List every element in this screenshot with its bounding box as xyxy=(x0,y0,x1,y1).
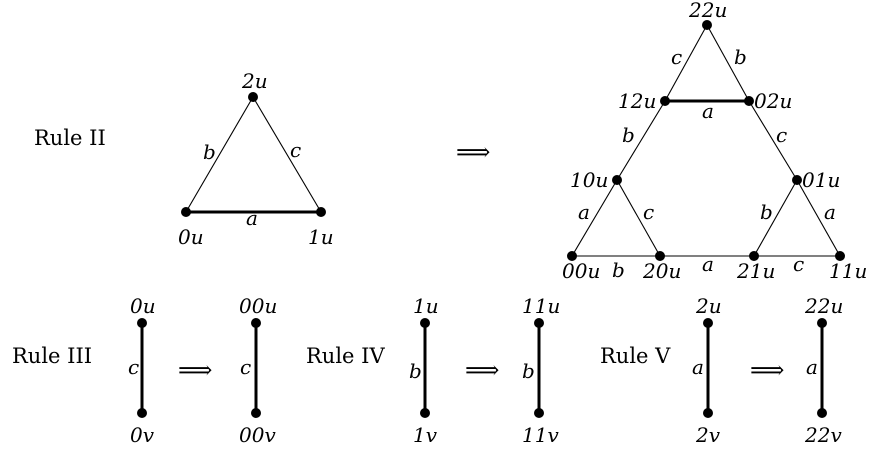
edge-22-12 xyxy=(664,24,708,102)
rule-3-left-node-top xyxy=(137,318,147,328)
edge-label-02-01: c xyxy=(776,123,787,147)
edge-10-20 xyxy=(616,179,661,257)
node-label-right: 1u xyxy=(308,225,334,249)
rule-4-left-node-top xyxy=(420,318,430,328)
node-01u xyxy=(792,175,802,185)
rule-3-right-node-bottom xyxy=(251,408,261,418)
edge-right xyxy=(252,96,322,213)
edge-01-11 xyxy=(796,179,841,257)
node-11u xyxy=(835,251,845,261)
node-label-22u: 22u xyxy=(688,0,727,22)
edge-10-00 xyxy=(571,179,618,257)
node-label-11u: 11u xyxy=(829,259,867,283)
node-02u xyxy=(744,96,754,106)
edge-label-right: c xyxy=(290,138,301,162)
edge-01-21 xyxy=(753,179,798,257)
rule-4-title: Rule IV xyxy=(306,344,385,368)
node-20u xyxy=(655,251,665,261)
rule-3-left-label-top: 0u xyxy=(130,294,156,318)
rule-4-left-label-top: 1u xyxy=(413,294,439,318)
node-10u xyxy=(612,175,622,185)
node-label-20u: 20u xyxy=(642,259,681,283)
node-label-10u: 10u xyxy=(570,168,608,192)
rule-4-right-node-bottom xyxy=(534,408,544,418)
rule-3-arrow: ⟹ xyxy=(178,356,212,384)
edge-label-22-02: b xyxy=(734,45,747,69)
edge-label-00-20: b xyxy=(612,258,625,282)
rule-5-left-label-bottom: 2v xyxy=(695,423,721,447)
rule-5-left-label-top: 2u xyxy=(695,294,722,318)
rule-4-right-label-top: 11u xyxy=(522,294,560,318)
edge-label-left: b xyxy=(203,140,216,164)
edge-02-01 xyxy=(748,100,798,181)
edge-label-10-20: c xyxy=(643,200,654,224)
node-left xyxy=(181,207,191,217)
rule-4-right-edge-label: b xyxy=(522,359,535,383)
node-00u xyxy=(567,251,577,261)
rule-3-right-edge-label: c xyxy=(240,355,251,379)
edge-label-21-11: c xyxy=(793,252,804,276)
edge-22-02 xyxy=(706,24,750,102)
node-top xyxy=(248,92,258,102)
rule-3-title: Rule III xyxy=(12,344,92,368)
rule-3-left-edge-label: c xyxy=(128,355,139,379)
rule-4: Rule IV 1u 1v b ⟹ 11u 11v b xyxy=(306,294,560,447)
node-label-01u: 01u xyxy=(802,168,840,192)
rule-2-arrow: ⟹ xyxy=(456,138,490,166)
rule-5-right-label-top: 22u xyxy=(804,294,843,318)
node-label-02u: 02u xyxy=(754,89,792,113)
rule-4-right-label-bottom: 11v xyxy=(522,423,559,447)
rule-4-left-node-bottom xyxy=(420,408,430,418)
rule-2-title: Rule II xyxy=(34,126,106,150)
rule-5-left-node-top xyxy=(703,318,713,328)
rule-3-left-label-bottom: 0v xyxy=(130,423,155,447)
rule-5-title: Rule V xyxy=(600,344,671,368)
rule-5-right-edge-label: a xyxy=(806,355,818,379)
edge-label-12-02: a xyxy=(702,99,714,123)
rule-5-left-edge-label: a xyxy=(692,355,704,379)
node-label-left: 0u xyxy=(178,225,204,249)
edge-left xyxy=(185,96,254,213)
rule-3-right-label-top: 00u xyxy=(239,294,277,318)
node-label-12u: 12u xyxy=(618,89,656,113)
node-label-21u: 21u xyxy=(736,259,775,283)
rule-5-right-node-bottom xyxy=(817,408,827,418)
rule-4-right-node-top xyxy=(534,318,544,328)
edge-label-01-21: b xyxy=(760,200,773,224)
edge-label-12-10: b xyxy=(622,123,635,147)
rule-3-left-node-bottom xyxy=(137,408,147,418)
rule-3-right-node-top xyxy=(251,318,261,328)
edge-label-10-00: a xyxy=(578,200,590,224)
rule-2: Rule II 2u 0u 1u b c a ⟹ xyxy=(34,0,867,283)
edge-label-22-12: c xyxy=(671,45,682,69)
node-12u xyxy=(660,96,670,106)
rule-2-right-graph: 22u 12u 02u 10u 01u 00u 20u 21u 11u c b … xyxy=(562,0,867,283)
edge-label-bottom: a xyxy=(246,206,258,230)
node-label-00u: 00u xyxy=(562,259,600,283)
node-22u xyxy=(702,20,712,30)
node-21u xyxy=(749,251,759,261)
rule-4-left-edge-label: b xyxy=(409,359,422,383)
edge-label-20-21: a xyxy=(702,252,714,276)
node-right xyxy=(316,207,326,217)
edge-12-10 xyxy=(616,100,666,181)
rule-5: Rule V 2u 2v a ⟹ 22u 22v a xyxy=(600,294,843,447)
rule-5-arrow: ⟹ xyxy=(750,356,784,384)
rule-5-left-node-bottom xyxy=(703,408,713,418)
rule-5-right-label-bottom: 22v xyxy=(804,423,842,447)
rule-3: Rule III 0u 0v c ⟹ 00u 00v c xyxy=(12,294,277,447)
rule-4-arrow: ⟹ xyxy=(465,356,499,384)
rule-4-left-label-bottom: 1v xyxy=(413,423,438,447)
node-label-top: 2u xyxy=(241,69,268,93)
rule-3-right-label-bottom: 00v xyxy=(239,423,276,447)
rule-2-left-graph: 2u 0u 1u b c a xyxy=(178,69,334,249)
edge-label-01-11: a xyxy=(824,200,836,224)
rule-5-right-node-top xyxy=(817,318,827,328)
